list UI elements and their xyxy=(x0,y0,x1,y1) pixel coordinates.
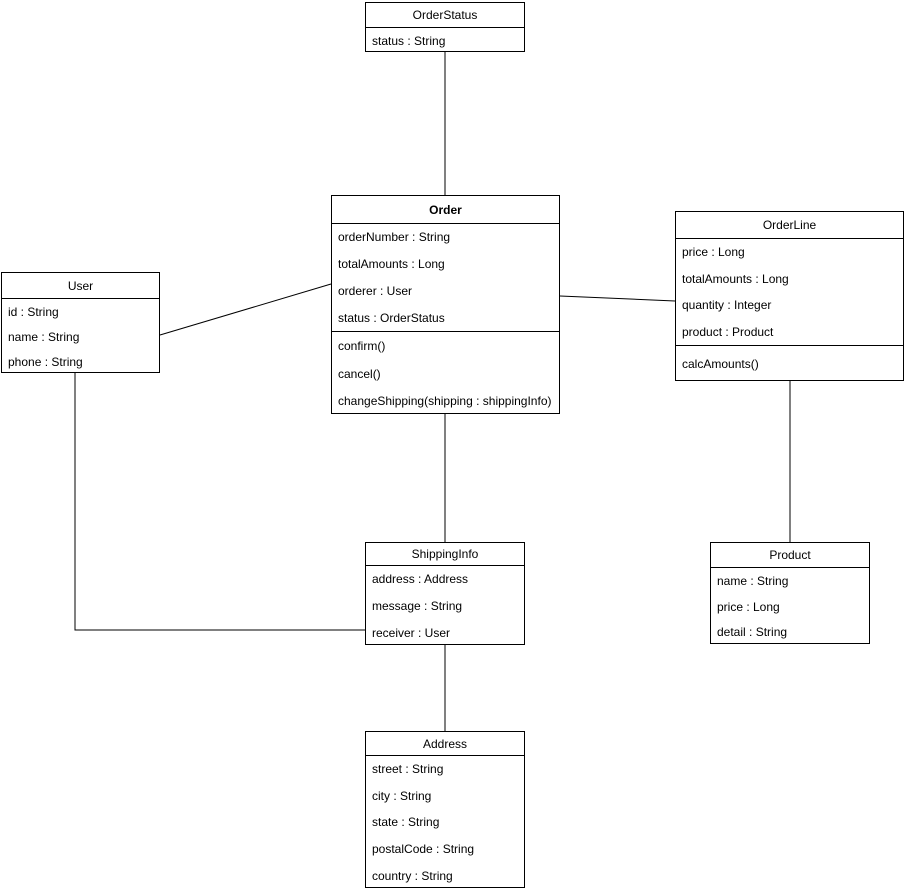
class-attribute: receiver : User xyxy=(372,625,451,640)
connector-order-orderline[interactable] xyxy=(559,295,676,302)
class-order-line[interactable]: OrderLine price : Long totalAmounts : Lon… xyxy=(675,211,904,381)
class-order[interactable]: Order orderNumber : String totalAmounts :… xyxy=(331,195,560,414)
class-order-status[interactable]: OrderStatus status : String xyxy=(365,2,525,52)
class-attributes-section: price : Long totalAmounts : Long quantity … xyxy=(676,238,903,345)
class-attributes-section: street : String city : String state : Stri… xyxy=(366,755,524,889)
class-address[interactable]: Address street : String city : String stat… xyxy=(365,731,525,888)
class-attribute: product : Product xyxy=(682,324,774,339)
class-title: Address xyxy=(422,736,468,751)
class-attribute: orderNumber : String xyxy=(338,230,451,245)
class-attribute: street : String xyxy=(372,762,444,777)
class-attributes-section: id : String name : String phone : String xyxy=(2,298,159,374)
class-methods-section: calcAmounts() xyxy=(676,345,903,382)
class-product[interactable]: Product name : String price : Long detail … xyxy=(710,542,870,644)
class-attribute: price : Long xyxy=(717,599,780,614)
class-attribute: phone : String xyxy=(8,354,83,369)
class-attribute: message : String xyxy=(372,599,463,613)
class-attribute: address : Address xyxy=(372,572,469,587)
class-attribute: totalAmounts : Long xyxy=(338,257,445,272)
class-method: calcAmounts() xyxy=(682,357,759,371)
class-methods-section: confirm() cancel() changeShipping(shipping… xyxy=(332,331,559,415)
class-title: ShippingInfo xyxy=(411,547,479,561)
class-method: changeShipping(shipping : shippingInfo) xyxy=(338,394,552,409)
class-shipping-info[interactable]: ShippingInfo address : Address message : … xyxy=(365,542,525,645)
class-attribute: name : String xyxy=(8,329,80,344)
class-attribute: orderer : User xyxy=(338,283,413,298)
class-attribute: id : String xyxy=(8,304,59,319)
class-attribute: city : String xyxy=(372,788,432,803)
class-attribute: name : String xyxy=(717,573,789,588)
class-method: cancel() xyxy=(338,366,381,381)
class-user[interactable]: User id : String name : String phone : Str… xyxy=(1,272,160,373)
class-attribute: postalCode : String xyxy=(372,842,475,857)
class-attributes-section: address : Address message : String receive… xyxy=(366,565,524,646)
class-title: Product xyxy=(769,548,811,562)
class-title: Order xyxy=(429,202,462,217)
connector-user-order[interactable] xyxy=(159,283,332,336)
class-attribute: detail : String xyxy=(717,625,788,640)
class-attribute: status : OrderStatus xyxy=(338,310,445,325)
class-title: OrderStatus xyxy=(412,8,478,22)
connector-user-shippinginfo[interactable] xyxy=(74,373,365,631)
class-attributes-section: name : String price : Long detail : String xyxy=(711,567,869,645)
class-attributes-section: orderNumber : String totalAmounts : Long o… xyxy=(332,223,559,331)
class-title: User xyxy=(67,278,94,293)
class-attribute: status : String xyxy=(372,33,446,48)
class-method: confirm() xyxy=(338,338,386,353)
class-attribute: state : String xyxy=(372,815,440,830)
class-attribute: price : Long xyxy=(682,245,745,260)
class-attribute: country : String xyxy=(372,868,453,883)
class-attribute: totalAmounts : Long xyxy=(682,271,789,286)
class-attribute: quantity : Integer xyxy=(682,298,772,313)
class-attributes-section: status : String xyxy=(366,27,524,53)
class-title: OrderLine xyxy=(762,218,817,232)
